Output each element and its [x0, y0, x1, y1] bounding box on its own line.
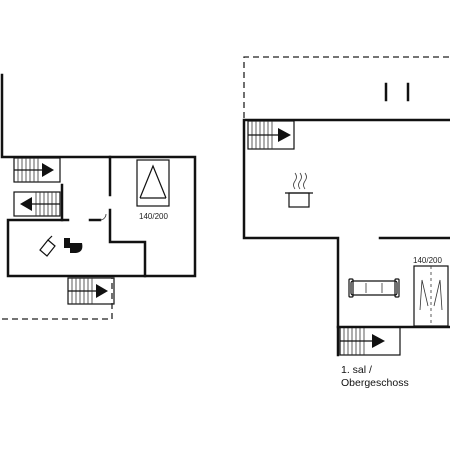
stair-top — [13, 157, 61, 183]
shower-icon — [39, 235, 56, 257]
bedroom-wall — [108, 208, 147, 278]
bed — [413, 265, 449, 327]
ground-floor: 140/200 — [0, 73, 197, 320]
stair-lower — [339, 326, 401, 356]
arrow-right-icon — [96, 284, 108, 298]
floor-caption-line1: 1. sal / — [341, 364, 372, 376]
toilet-icon — [64, 238, 83, 253]
upper-floor: 140/200 1. sal / Obergeschoss — [242, 56, 450, 389]
door-swing — [99, 213, 107, 221]
arrow-right-icon — [372, 334, 385, 348]
arrow-left-icon — [20, 197, 32, 211]
stair-upper — [247, 120, 295, 150]
arrow-right-icon — [278, 128, 291, 142]
bed — [136, 159, 170, 207]
stair-middle — [13, 191, 61, 217]
bed-size-label: 140/200 — [413, 256, 442, 265]
stair-entrance — [67, 277, 115, 305]
floor-caption-line2: Obergeschoss — [341, 377, 409, 389]
ground-floor-outline — [6, 155, 197, 278]
ground-floor-walls — [0, 73, 112, 197]
roof-outline — [243, 56, 450, 118]
sofa-icon — [348, 278, 400, 298]
upper-floor-walls — [242, 118, 450, 357]
arrow-right-icon — [42, 163, 54, 177]
bed-size-label: 140/200 — [139, 212, 168, 221]
cooking-pot-icon — [285, 172, 313, 208]
terrace-outline — [2, 278, 113, 320]
